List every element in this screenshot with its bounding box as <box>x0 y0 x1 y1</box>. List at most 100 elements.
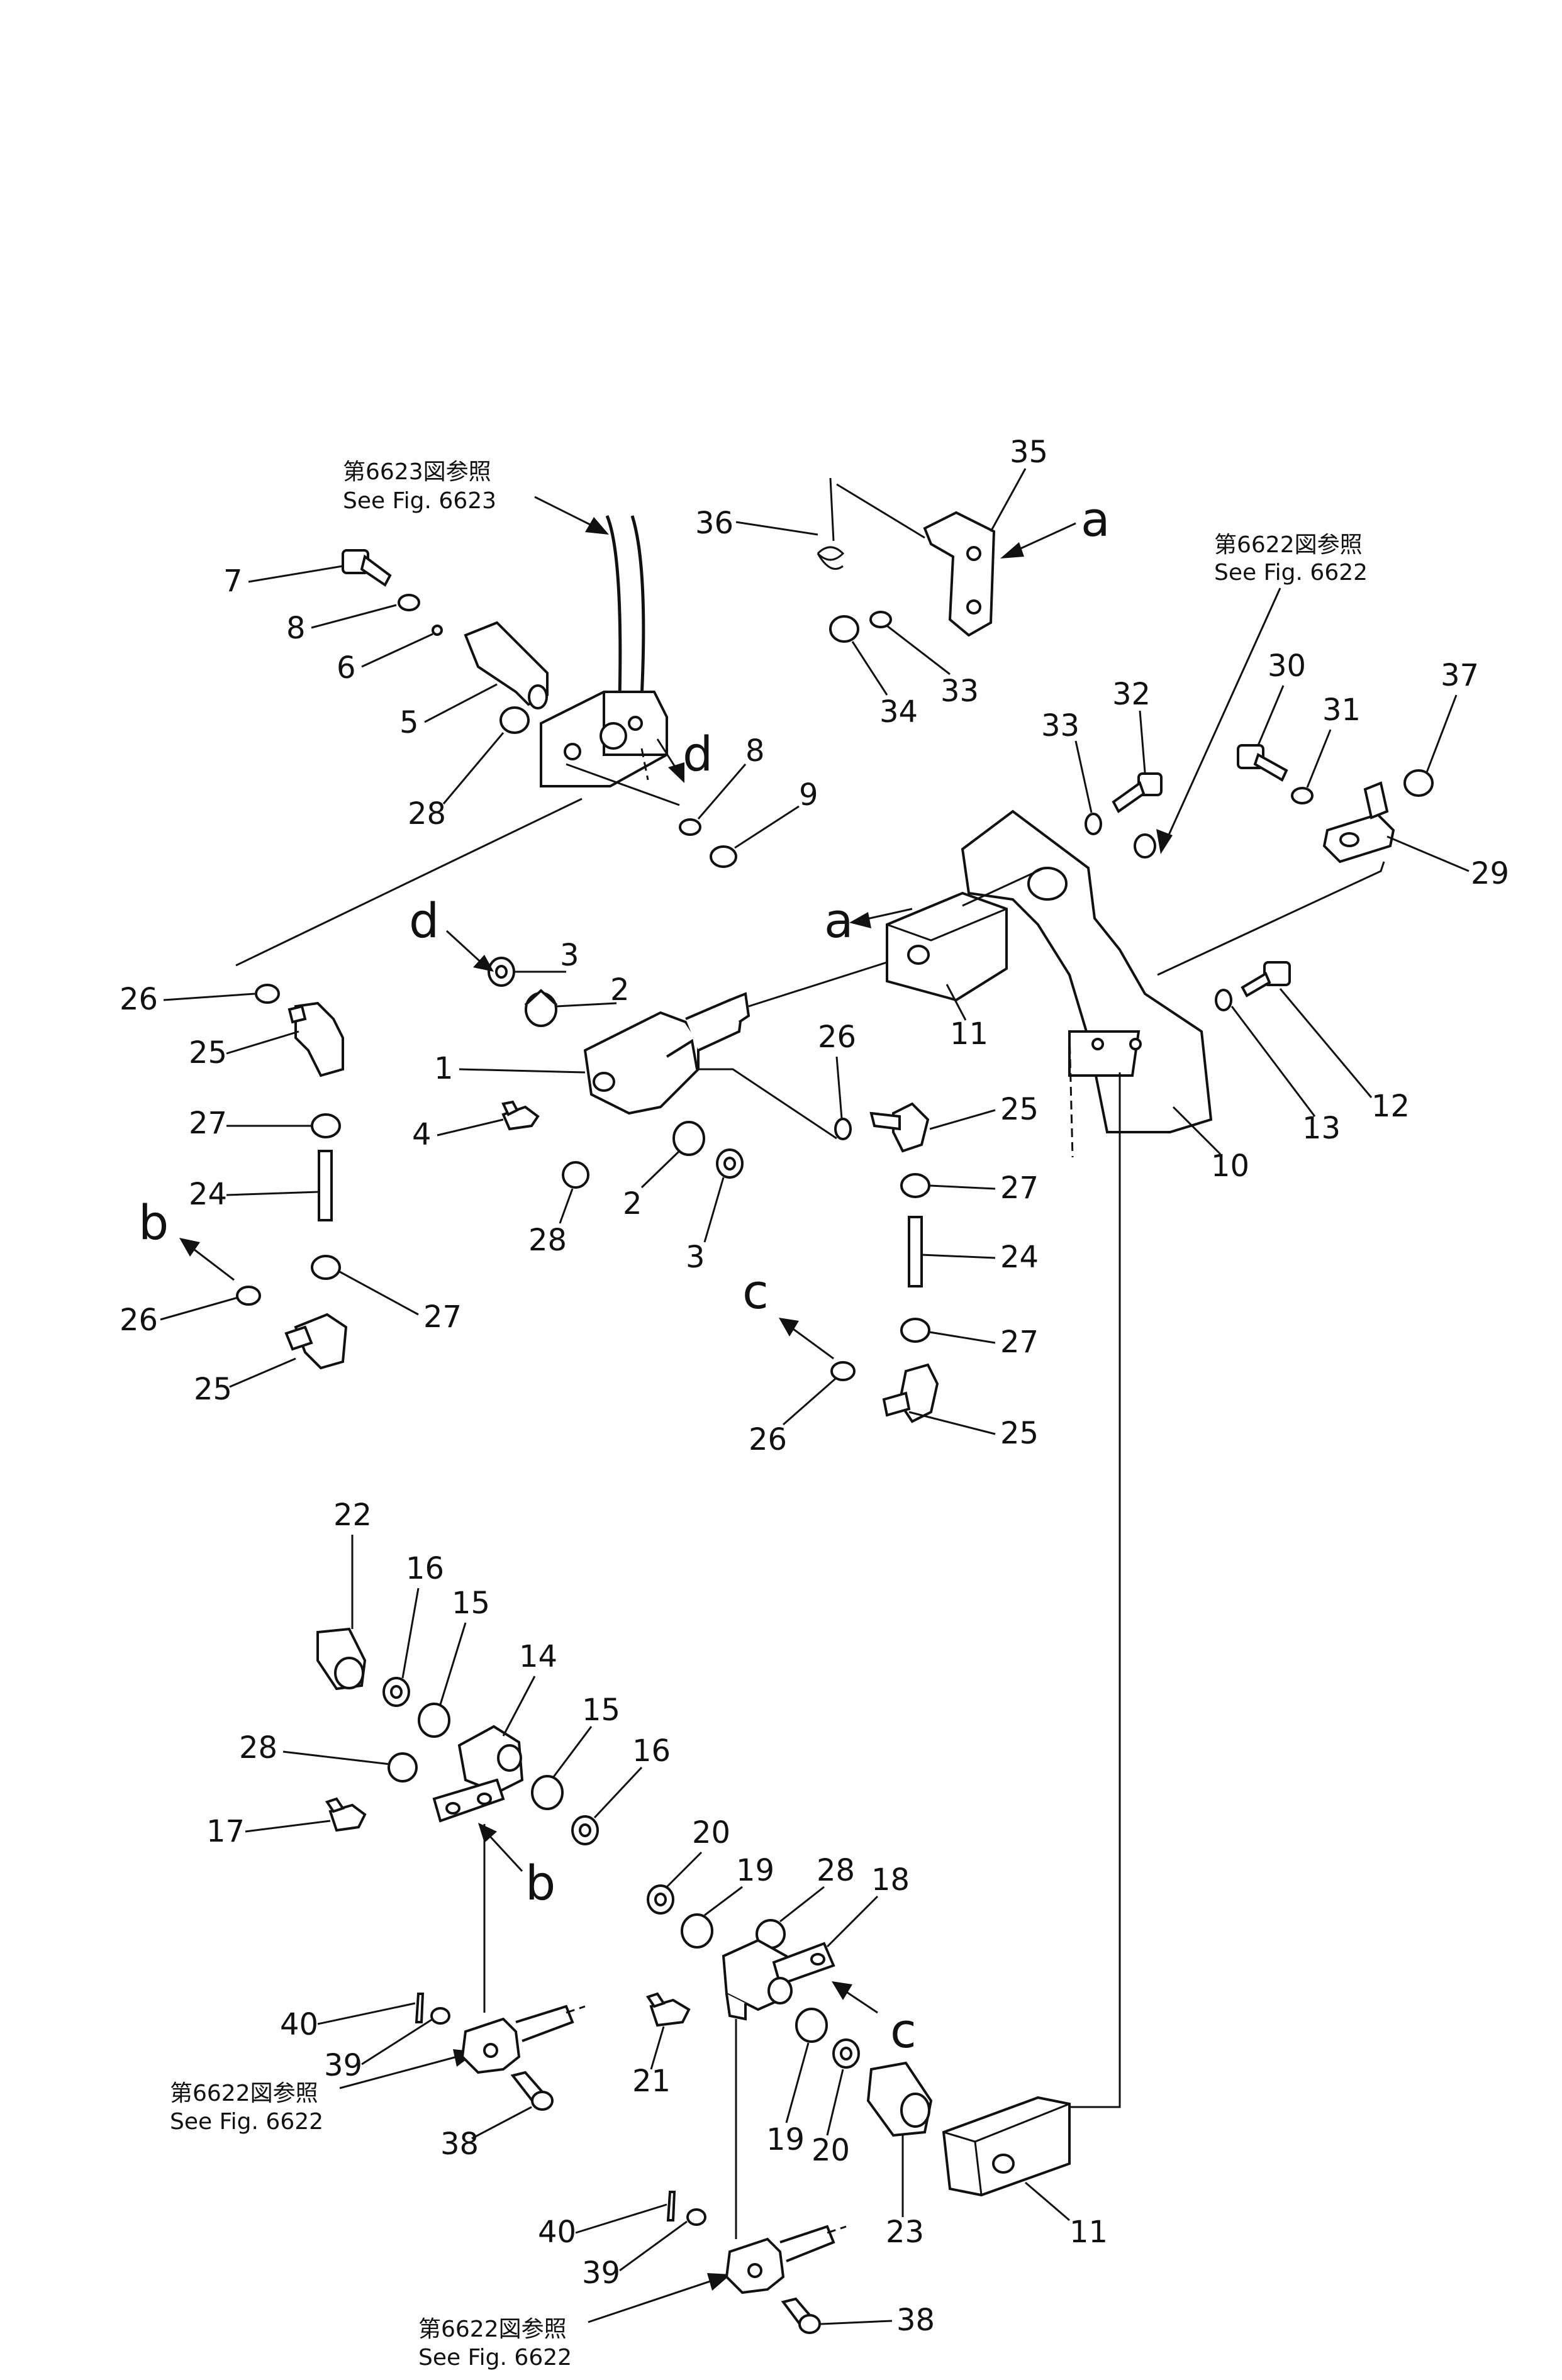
callout-33: 33 <box>940 674 979 709</box>
callout-30: 30 <box>1268 648 1306 684</box>
pin-5 <box>464 621 549 709</box>
callout-38b: 38 <box>896 2303 935 2338</box>
nut-28c <box>388 1752 418 1782</box>
bushing-2b <box>672 1121 705 1156</box>
marker-b-bottom: b <box>478 1823 555 1911</box>
clip-35 <box>836 483 996 637</box>
note-en: See Fig. 6622 <box>418 2345 572 2371</box>
nut-27b <box>311 1255 341 1280</box>
svg-text:d: d <box>683 726 713 782</box>
note-en: See Fig. 6622 <box>1214 560 1368 586</box>
rod-end-25b <box>284 1313 348 1370</box>
callout-28: 28 <box>408 796 446 831</box>
note-jp: 第6623図参照 <box>343 459 491 485</box>
callout-23: 23 <box>886 2215 924 2250</box>
reference-note-6622-top: 第6622図参照 See Fig. 6622 <box>1156 532 1368 854</box>
callout-26d: 26 <box>749 1422 787 1457</box>
lever-1 <box>583 961 888 1140</box>
bolt-7 <box>342 549 392 587</box>
nut-28 <box>499 706 530 734</box>
callout-27d: 27 <box>1000 1325 1039 1360</box>
pin-38a <box>510 2071 554 2111</box>
callout-20b: 20 <box>812 2133 850 2168</box>
bushing-2 <box>524 989 558 1027</box>
bushing-19b <box>795 2008 828 2043</box>
clevis-left <box>460 2005 586 2074</box>
callout-10: 10 <box>1211 1148 1249 1184</box>
connector-line-left <box>235 798 583 967</box>
block-11-bottom <box>942 2096 1071 2197</box>
main-plate-10 <box>961 809 1213 1133</box>
callout-40a: 40 <box>280 2007 318 2042</box>
callout-7: 7 <box>223 564 243 599</box>
note-jp: 第6622図参照 <box>1214 532 1363 558</box>
callout-20a: 20 <box>692 1815 730 1850</box>
callout-25a: 25 <box>189 1035 227 1070</box>
spring-36 <box>817 477 845 570</box>
callout-19b: 19 <box>766 2122 805 2157</box>
callout-33b: 33 <box>1041 708 1079 743</box>
marker-a-mid: a <box>824 892 913 948</box>
callout-27b: 27 <box>423 1299 462 1335</box>
callout-13: 13 <box>1302 1111 1341 1146</box>
callout-15b: 15 <box>582 1693 620 1728</box>
leader <box>1163 587 1281 847</box>
callout-39b: 39 <box>582 2255 620 2291</box>
callout-38a: 38 <box>440 2127 479 2162</box>
marker-d-top: d <box>656 726 713 783</box>
callout-5: 5 <box>399 705 419 740</box>
seal-16a <box>382 1677 410 1707</box>
lever-bracket-top <box>540 691 680 806</box>
grease-fitting-17 <box>325 1797 367 1832</box>
callout-11b: 11 <box>1069 2215 1108 2250</box>
callout-11: 11 <box>950 1016 988 1052</box>
washer-8b <box>679 818 701 836</box>
callout-3b: 3 <box>686 1240 705 1275</box>
washer-26d <box>830 1361 856 1381</box>
connector-line-11 <box>1069 1072 1121 2108</box>
svg-text:b: b <box>525 1855 555 1911</box>
note-jp: 第6622図参照 <box>170 2081 318 2106</box>
callout-1: 1 <box>434 1051 454 1086</box>
callout-19a: 19 <box>736 1853 774 1888</box>
callouts: 7 8 6 5 28 8 9 35 36 34 33 33 32 30 31 3… <box>120 435 1509 2338</box>
callout-18: 18 <box>871 1862 910 1898</box>
seal-16b <box>571 1815 599 1845</box>
control-cable-edge <box>630 515 645 699</box>
callout-14: 14 <box>519 1639 557 1674</box>
clevis-bottom <box>725 2225 847 2294</box>
washer-33 <box>869 611 892 628</box>
callout-16b: 16 <box>632 1733 671 1769</box>
washer-8 <box>398 594 420 611</box>
marker-b-left: b <box>138 1194 235 1281</box>
callout-16a: 16 <box>406 1551 444 1586</box>
callout-26b: 26 <box>120 1303 158 1338</box>
cotter-pin-40b <box>666 2191 676 2222</box>
cotter-pin-40a <box>415 1993 425 2023</box>
nut-27a <box>311 1113 341 1138</box>
shaft <box>962 867 1045 907</box>
washer-26c <box>834 1118 852 1140</box>
reference-note-6622-bottom: 第6622図参照 See Fig. 6622 <box>418 2273 731 2371</box>
callout-25d: 25 <box>1000 1416 1039 1451</box>
callout-2: 2 <box>610 972 630 1008</box>
arrowhead <box>707 2273 731 2291</box>
washer-33b <box>1085 813 1102 835</box>
lever-18 <box>722 1938 835 2021</box>
rod-end-25d <box>882 1363 939 1423</box>
marker-c-lower: c <box>832 1981 917 2059</box>
callout-28b: 28 <box>528 1223 567 1258</box>
reference-note-6623: 第6623図参照 See Fig. 6623 <box>343 459 609 535</box>
callout-21: 21 <box>632 2064 671 2099</box>
callout-28d: 28 <box>817 1853 855 1888</box>
seal-20a <box>647 1884 674 1915</box>
callout-2b: 2 <box>623 1186 642 1221</box>
callout-4: 4 <box>412 1117 432 1152</box>
svg-text:c: c <box>742 1264 769 1320</box>
pin-6 <box>432 625 443 636</box>
nut-32 <box>1134 833 1156 859</box>
bushing-3b <box>716 1148 744 1179</box>
stud-24b <box>908 1216 923 1287</box>
note-en: See Fig. 6623 <box>343 488 496 514</box>
